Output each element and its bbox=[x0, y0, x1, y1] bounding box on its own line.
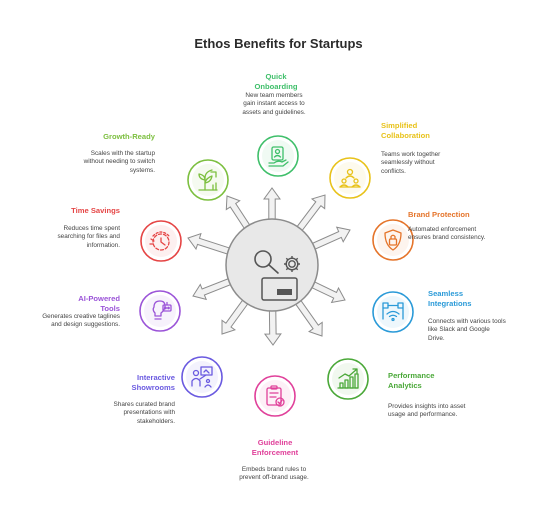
card-icon bbox=[261, 277, 298, 301]
benefit-description: Embeds brand rules to prevent off-brand … bbox=[239, 466, 309, 482]
benefit-title: Quick Onboarding bbox=[254, 72, 298, 91]
plant-growth-icon bbox=[198, 169, 218, 191]
benefit-title: Time Savings bbox=[71, 206, 120, 215]
benefit-description: Provides insights into asset usage and p… bbox=[388, 403, 466, 419]
hub-circle bbox=[225, 218, 319, 312]
benefit-title: Guideline Enforcement bbox=[251, 438, 299, 457]
benefit-node-9 bbox=[140, 220, 182, 262]
team-collaboration-icon bbox=[339, 168, 361, 188]
benefit-node-2 bbox=[329, 157, 371, 199]
benefit-title: Brand Protection bbox=[408, 210, 470, 219]
benefit-circles-layer bbox=[139, 135, 414, 417]
benefit-description: New team members gain instant access to … bbox=[242, 92, 306, 116]
shield-lock-icon bbox=[384, 229, 402, 251]
benefit-node-5 bbox=[327, 358, 369, 400]
benefit-title: Interactive Showrooms bbox=[131, 373, 175, 392]
stopwatch-icon bbox=[149, 231, 170, 251]
benefit-description: Teams work together seamlessly without c… bbox=[381, 151, 441, 175]
gear-icon bbox=[284, 256, 300, 272]
benefit-description: Scales with the startup without needing … bbox=[83, 150, 155, 174]
benefit-title: AI-Powered Tools bbox=[78, 294, 120, 313]
benefit-node-10 bbox=[187, 159, 229, 201]
benefit-node-3 bbox=[372, 219, 414, 261]
benefit-node-4 bbox=[372, 291, 414, 333]
benefit-title: Simplified Collaboration bbox=[381, 121, 430, 140]
wifi-network-icon bbox=[382, 302, 404, 322]
clipboard-check-icon bbox=[266, 385, 285, 407]
magnifier-icon bbox=[254, 250, 279, 274]
id-badge-hand-icon bbox=[268, 146, 289, 167]
benefit-title: Growth-Ready bbox=[103, 132, 155, 141]
benefit-description: Shares curated brand presentations with … bbox=[113, 401, 175, 425]
benefit-node-1 bbox=[257, 135, 299, 177]
bar-chart-trend-icon bbox=[337, 368, 359, 389]
benefit-description: Reduces time spent searching for files a… bbox=[57, 225, 120, 249]
lightbulb-robot-icon bbox=[152, 300, 172, 320]
benefit-title: Performance Analytics bbox=[388, 371, 435, 390]
benefit-node-6 bbox=[254, 375, 296, 417]
benefit-description: Connects with various tools like Slack a… bbox=[428, 318, 506, 342]
title: Ethos Benefits for Startups bbox=[194, 36, 363, 51]
benefit-title: Seamless Integrations bbox=[428, 289, 472, 308]
benefit-description: Automated enforcement ensures brand cons… bbox=[408, 226, 486, 242]
benefit-description: Generates creative taglines and design s… bbox=[42, 313, 120, 329]
presentation-board-icon bbox=[191, 366, 213, 388]
benefit-node-7 bbox=[181, 356, 223, 398]
benefit-node-8 bbox=[139, 290, 181, 332]
